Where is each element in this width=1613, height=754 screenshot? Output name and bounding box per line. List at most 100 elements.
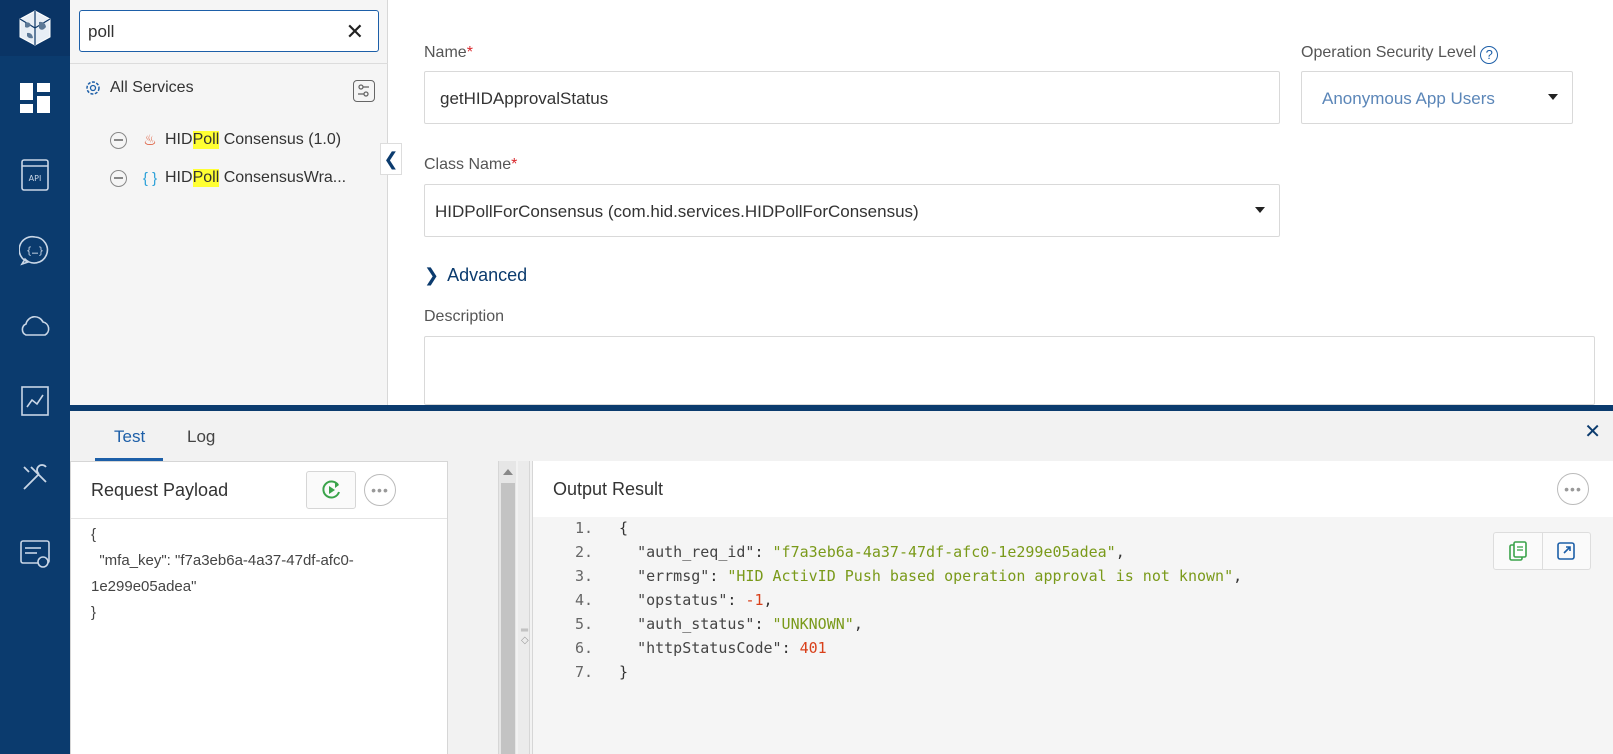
rail-api[interactable]: API bbox=[0, 145, 70, 205]
chat-braces-icon: {…} bbox=[19, 235, 49, 266]
node-label-prefix: HID bbox=[165, 169, 193, 186]
expand-button[interactable] bbox=[1541, 533, 1591, 569]
test-tabs: Test Log ✕ bbox=[70, 411, 1613, 461]
request-payload-title: Request Payload bbox=[91, 480, 229, 500]
copy-icon bbox=[1508, 541, 1527, 561]
code-value: "HID ActivID Push based operation approv… bbox=[727, 567, 1234, 585]
cloud-icon bbox=[21, 316, 50, 336]
java-icon: ♨ bbox=[143, 132, 157, 149]
drag-handle-icon: ═◇ bbox=[521, 625, 529, 646]
tree-root[interactable]: All Services bbox=[84, 79, 194, 97]
line-number: 2. bbox=[574, 543, 593, 561]
code-brace: { bbox=[619, 519, 629, 537]
rail-tools[interactable] bbox=[0, 448, 70, 508]
request-more-options-icon[interactable]: ••• bbox=[364, 474, 396, 506]
class-name-select[interactable]: HIDPollForConsensus (com.hid.services.HI… bbox=[424, 184, 1280, 237]
rail-analytics[interactable] bbox=[0, 372, 70, 432]
tab-test[interactable]: Test bbox=[114, 427, 146, 446]
svg-text:API: API bbox=[29, 174, 42, 183]
scroll-up-icon[interactable] bbox=[503, 469, 513, 475]
copy-button[interactable] bbox=[1494, 533, 1542, 569]
output-result-pane: Output Result ••• bbox=[532, 461, 1613, 754]
api-icon: API bbox=[21, 159, 49, 191]
code-brace: } bbox=[619, 663, 629, 681]
search-input[interactable]: poll bbox=[88, 22, 115, 41]
request-payload-editor[interactable]: { "mfa_key": "f7a3eb6a-4a37-47df-afc0- 1… bbox=[91, 526, 354, 621]
description-textarea[interactable] bbox=[424, 336, 1595, 405]
tools-icon bbox=[23, 464, 47, 490]
node-label-suffix: Consensus (1.0) bbox=[223, 131, 342, 148]
code-key: "errmsg" bbox=[637, 567, 710, 585]
line-number: 5. bbox=[574, 615, 593, 633]
request-payload-pane: Request Payload ••• { "mfa_key": "f7a3eb… bbox=[70, 461, 448, 754]
globe-cube-icon bbox=[19, 10, 51, 46]
advanced-toggle[interactable]: ❯ Advanced bbox=[424, 265, 527, 286]
line-number: 7. bbox=[574, 663, 593, 681]
dashboard-icon bbox=[20, 83, 50, 113]
collapse-node-icon[interactable] bbox=[110, 169, 127, 187]
node-label-match: Poll bbox=[192, 131, 220, 149]
svg-text:{…}: {…} bbox=[26, 246, 44, 257]
output-code-line: 6. "httpStatusCode": 401 bbox=[533, 639, 827, 663]
analytics-icon bbox=[21, 386, 49, 416]
name-label: Name* bbox=[424, 44, 473, 61]
active-tab-indicator bbox=[95, 458, 163, 461]
payload-scrollbar[interactable] bbox=[498, 461, 516, 754]
clear-search-icon[interactable]: ✕ bbox=[345, 19, 364, 44]
app-logo[interactable] bbox=[0, 0, 70, 56]
advanced-label: Advanced bbox=[447, 265, 528, 285]
collapse-node-icon[interactable] bbox=[110, 131, 127, 149]
output-more-options-icon[interactable]: ••• bbox=[1557, 473, 1589, 505]
rail-dashboard[interactable] bbox=[0, 68, 70, 128]
close-panel-icon[interactable]: ✕ bbox=[1584, 421, 1601, 443]
play-refresh-icon bbox=[322, 480, 340, 499]
code-key: "auth_status" bbox=[637, 615, 755, 633]
class-name-label: Class Name* bbox=[424, 156, 518, 173]
line-number: 1. bbox=[574, 519, 593, 537]
scroll-thumb[interactable] bbox=[501, 483, 515, 754]
rail-settings-card[interactable] bbox=[0, 524, 70, 584]
output-toolbar bbox=[1493, 532, 1591, 570]
tab-log[interactable]: Log bbox=[187, 427, 216, 446]
search-box[interactable]: poll ✕ bbox=[79, 10, 379, 52]
code-value: 401 bbox=[799, 639, 827, 657]
security-level-select[interactable]: Anonymous App Users bbox=[1301, 71, 1573, 124]
output-code-line: 4. "opstatus": -1, bbox=[533, 591, 773, 615]
security-level-value: Anonymous App Users bbox=[1322, 89, 1495, 108]
output-code-line: 5. "auth_status": "UNKNOWN", bbox=[533, 615, 863, 639]
tree-divider bbox=[70, 63, 388, 64]
node-label-suffix: ConsensusWra... bbox=[223, 169, 347, 186]
line-number: 4. bbox=[574, 591, 593, 609]
tree-root-label: All Services bbox=[110, 79, 194, 96]
code-key: "httpStatusCode" bbox=[637, 639, 782, 657]
name-field[interactable]: getHIDApprovalStatus bbox=[424, 71, 1280, 124]
pane-splitter[interactable]: ═◇ bbox=[518, 461, 530, 754]
run-test-button[interactable] bbox=[306, 471, 356, 509]
code-value: "f7a3eb6a-4a37-47df-afc0-1e299e05adea" bbox=[772, 543, 1116, 561]
filter-settings-icon[interactable] bbox=[353, 80, 375, 102]
node-label-match: Poll bbox=[192, 169, 220, 187]
code-value: -1 bbox=[745, 591, 764, 609]
code-value: "UNKNOWN" bbox=[772, 615, 854, 633]
name-value: getHIDApprovalStatus bbox=[440, 89, 609, 108]
output-code-line: 7.} bbox=[533, 663, 628, 687]
expand-icon bbox=[1557, 542, 1576, 560]
output-result-title: Output Result bbox=[553, 479, 664, 499]
line-number: 3. bbox=[574, 567, 593, 585]
help-icon[interactable]: ? bbox=[1480, 46, 1499, 64]
output-code-line: 1. { bbox=[533, 519, 628, 543]
collapse-panel-button[interactable]: ❮ bbox=[380, 143, 402, 175]
security-level-label: Operation Security Level? bbox=[1301, 44, 1499, 64]
rail-cloud[interactable] bbox=[0, 296, 70, 356]
rail-services[interactable]: {…} bbox=[0, 220, 70, 280]
class-name-value: HIDPollForConsensus (com.hid.services.HI… bbox=[435, 202, 919, 221]
chevron-right-icon: ❯ bbox=[424, 265, 440, 285]
chevron-down-icon bbox=[1548, 94, 1558, 100]
code-key: "auth_req_id" bbox=[637, 543, 755, 561]
left-nav-rail: API {…} bbox=[0, 0, 70, 754]
node-label-prefix: HID bbox=[165, 131, 193, 148]
gear-icon bbox=[86, 81, 100, 95]
output-code-line: 2. "auth_req_id": "f7a3eb6a-4a37-47df-af… bbox=[533, 543, 1125, 567]
